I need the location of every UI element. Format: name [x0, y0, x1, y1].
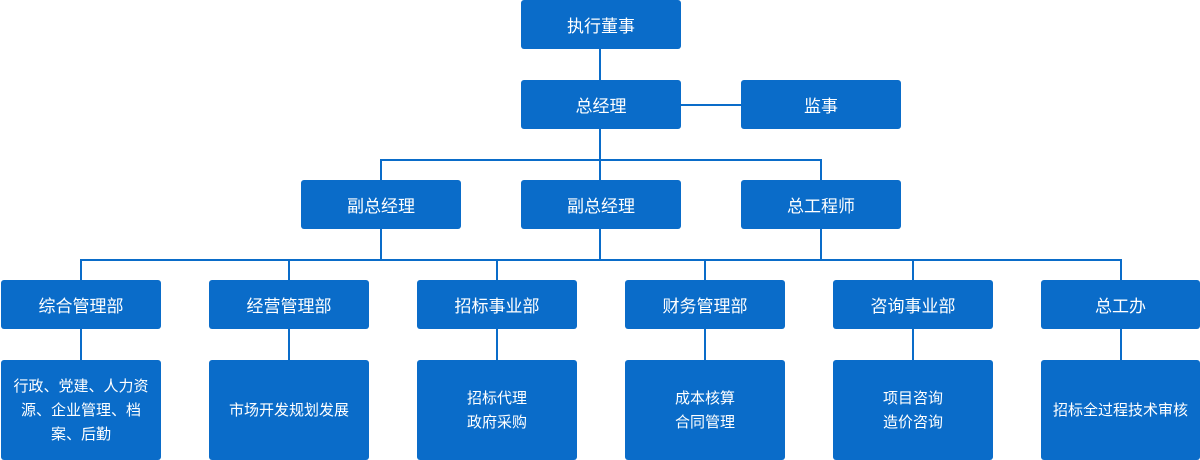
connector-deputy3-up — [820, 159, 822, 180]
connector-dept2-duties — [288, 329, 290, 360]
connector-deputy3-down — [820, 229, 822, 261]
connector-dept6-up — [1120, 259, 1122, 280]
deputy-general-manager-node: 副总经理 — [301, 180, 461, 229]
duty-item: 项目咨询 — [882, 389, 943, 407]
connector-deputy2-up — [599, 159, 601, 180]
department-node-operations: 经营管理部 — [209, 280, 369, 329]
department-node-chief-engineer-office: 总工办 — [1041, 280, 1200, 329]
duties-node-finance: 成本核算 合同管理 — [625, 360, 785, 460]
department-node-bidding: 招标事业部 — [417, 280, 577, 329]
duties-node-chief-engineer-office: 招标全过程技术审核 — [1041, 360, 1200, 460]
connector-dept1-up — [80, 259, 82, 280]
connector-deputy1-up — [380, 159, 382, 180]
connector-gm-supervisor — [680, 104, 741, 106]
duty-item: 政府采购 — [466, 413, 527, 431]
duty-item: 招标代理 — [466, 389, 527, 407]
connector-dept5-duties — [912, 329, 914, 360]
duties-node-comprehensive: 行政、党建、人力资源、企业管理、档案、后勤 — [1, 360, 161, 460]
connector-deputy2-down — [599, 229, 601, 261]
connector-dept2-up — [288, 259, 290, 280]
connector-ed-gm — [599, 49, 601, 80]
connector-dept4-up — [704, 259, 706, 280]
chief-engineer-node: 总工程师 — [741, 180, 901, 229]
connector-departments-bar — [80, 259, 1122, 261]
department-node-finance: 财务管理部 — [625, 280, 785, 329]
connector-dept4-duties — [704, 329, 706, 360]
connector-dept1-duties — [80, 329, 82, 360]
connector-deputies-bar — [380, 159, 822, 161]
connector-dept5-up — [912, 259, 914, 280]
deputy-general-manager-node: 副总经理 — [521, 180, 681, 229]
supervisor-node: 监事 — [741, 80, 901, 129]
connector-deputy1-down — [380, 229, 382, 261]
connector-dept6-duties — [1120, 329, 1122, 360]
duties-node-operations: 市场开发规划发展 — [209, 360, 369, 460]
duties-node-bidding: 招标代理 政府采购 — [417, 360, 577, 460]
duties-node-consulting: 项目咨询 造价咨询 — [833, 360, 993, 460]
department-node-consulting: 咨询事业部 — [833, 280, 993, 329]
executive-director-node: 执行董事 — [521, 0, 681, 49]
connector-gm-down — [599, 129, 601, 160]
general-manager-node: 总经理 — [521, 80, 681, 129]
duty-item: 造价咨询 — [882, 413, 943, 431]
duty-item: 合同管理 — [674, 413, 735, 431]
connector-dept3-duties — [496, 329, 498, 360]
duty-item: 成本核算 — [674, 389, 735, 407]
connector-dept3-up — [496, 259, 498, 280]
department-node-comprehensive: 综合管理部 — [1, 280, 161, 329]
